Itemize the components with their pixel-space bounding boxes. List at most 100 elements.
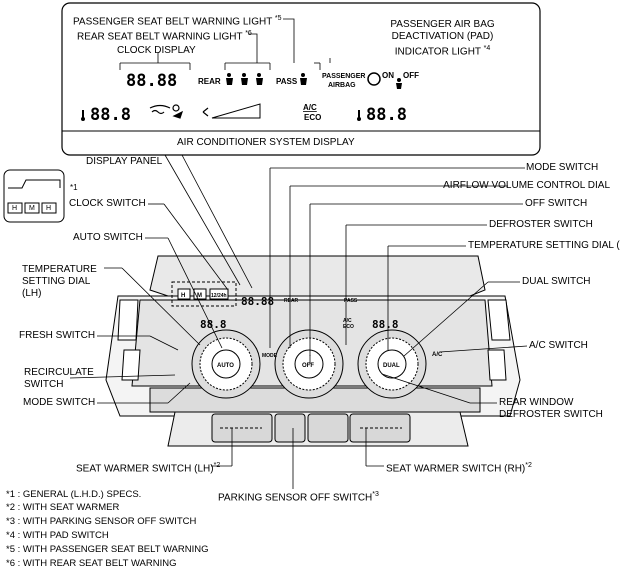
panel-ac-text: A/C xyxy=(432,352,443,358)
inset-l-h-d xyxy=(3,169,65,223)
label-recirculate-switch: RECIRCULATE SWITCH xyxy=(24,367,94,391)
footnote-ref: *2 xyxy=(525,462,532,469)
seatbelt-icon xyxy=(226,73,233,85)
thermometer-icon xyxy=(357,110,361,121)
label-rear-window-defroster: REAR WINDOW DEFROSTER SWITCH xyxy=(499,397,603,421)
label-line: SETTING DIAL xyxy=(22,276,91,287)
label-text: INDICATOR LIGHT xyxy=(394,46,481,58)
pad-line-3: INDICATOR LIGHT *4 xyxy=(355,43,530,58)
pad-on-text: ON xyxy=(382,71,394,80)
display-leaders xyxy=(119,18,331,70)
label-text: PASSENGER SEAT BELT WARNING LIGHT xyxy=(73,16,273,28)
label-line: REAR WINDOW xyxy=(499,397,574,408)
airbag-text: AIRBAG xyxy=(328,82,356,89)
panel-pass-text: PASS xyxy=(344,298,358,304)
temp-right-digits: 88.8 xyxy=(366,105,407,125)
label-dual-switch: DUAL SWITCH xyxy=(522,276,591,287)
panel-inset-1224: 12/24h xyxy=(211,293,227,299)
panel-temp-left: 88.8 xyxy=(200,318,227,331)
label-temp-dial-lh: TEMPERATURE SETTING DIAL (LH) xyxy=(22,264,97,300)
label-off-switch: OFF SWITCH xyxy=(525,198,588,209)
panel-ac-eco-2: ECO xyxy=(343,324,354,330)
passenger-airbag-text: PASSENGER xyxy=(322,73,365,80)
eco-text: ECO xyxy=(304,113,321,122)
label-line: DEFROSTER SWITCH xyxy=(499,409,603,420)
label-text: AIRFLOW VOLUME CONTROL DIAL xyxy=(443,180,610,191)
label-line: (LH) xyxy=(22,288,42,299)
inset-note: *1 xyxy=(70,183,78,192)
footnote-ref: *2 xyxy=(213,462,221,469)
panel-ac-eco-1: A/C xyxy=(343,318,352,324)
label-passenger-seatbelt-light: PASSENGER SEAT BELT WARNING LIGHT *5 xyxy=(73,13,282,28)
windshield-airflow-icon xyxy=(149,104,184,119)
footnote-ref: *4 xyxy=(483,45,491,52)
label-line: SWITCH xyxy=(24,379,64,390)
label-line: TEMPERATURE xyxy=(22,264,97,275)
panel-clock-digits: 88.88 xyxy=(241,295,274,308)
footnote-6: *6 : WITH REAR SEAT BELT WARNING xyxy=(6,558,177,569)
thermometer-icon xyxy=(81,110,85,121)
footnote-ref: *3 xyxy=(372,491,379,498)
label-ac-system-display: AIR CONDITIONER SYSTEM DISPLAY xyxy=(177,137,355,148)
footnote-3: *3 : WITH PARKING SENSOR OFF SWITCH xyxy=(6,516,197,527)
label-clock-display: CLOCK DISPLAY xyxy=(117,45,196,56)
footnote-1: *1 : GENERAL (L.H.D.) SPECS. xyxy=(6,489,142,500)
label-pad-indicator: PASSENGER AIR BAG DEACTIVATION (PAD) IND… xyxy=(355,19,530,58)
rear-seatbelt-text: REAR xyxy=(198,77,221,86)
label-mode-switch-right: MODE SWITCH xyxy=(526,162,599,173)
control-panel xyxy=(105,255,521,447)
label-ac-switch: A/C SWITCH xyxy=(529,340,588,351)
panel-off-text: OFF xyxy=(302,363,314,369)
pass-text: PASS xyxy=(276,77,298,86)
label-text: PARKING SENSOR OFF SWITCH xyxy=(218,492,373,504)
panel-inset-m: M xyxy=(197,293,202,299)
footnote-ref: *6 xyxy=(245,30,252,37)
panel-temp-right: 88.8 xyxy=(372,318,399,331)
seatbelt-icon xyxy=(256,73,263,85)
pad-off-text: OFF xyxy=(403,71,419,80)
label-auto-switch: AUTO SWITCH xyxy=(73,232,143,243)
label-clock-switch: CLOCK SWITCH xyxy=(69,198,146,209)
label-fresh-switch: FRESH SWITCH xyxy=(19,330,96,341)
seatbelt-icon xyxy=(300,73,307,85)
seatbelt-icon xyxy=(241,73,248,85)
label-parking-sensor: PARKING SENSOR OFF SWITCH*3 xyxy=(218,489,379,504)
fan-speed-bar-icon xyxy=(211,103,261,119)
label-display-panel: DISPLAY PANEL xyxy=(86,156,163,167)
panel-mode-text: MODE xyxy=(262,353,278,359)
panel-auto-text: AUTO xyxy=(217,363,234,369)
pad-line-2: DEACTIVATION (PAD) xyxy=(391,31,494,42)
panel-icons: H M 12/24h 88.88 REAR PASS 88.8 88.8 A/C… xyxy=(181,293,443,369)
label-temp-dial-rh: TEMPERATURE SETTING DIAL (RH) xyxy=(468,240,620,251)
inset-button-h: H xyxy=(12,205,18,212)
clock-digits: 88.88 xyxy=(126,71,177,91)
label-text: SEAT WARMER SWITCH (LH) xyxy=(76,463,214,475)
label-defroster-switch: DEFROSTER SWITCH xyxy=(489,219,593,230)
inset-button-m: M xyxy=(29,205,35,212)
footnote-2: *2 : WITH SEAT WARMER xyxy=(6,502,120,513)
panel-inset-h: H xyxy=(181,293,185,299)
label-seat-warmer-lh: SEAT WARMER SWITCH (LH)*2 xyxy=(76,460,220,475)
footnote-4: *4 : WITH PAD SWITCH xyxy=(6,530,109,541)
fan-icon xyxy=(202,107,209,117)
label-line: RECIRCULATE xyxy=(24,367,94,378)
label-text: SEAT WARMER SWITCH (RH) xyxy=(386,463,526,475)
ac-text: A/C xyxy=(303,103,317,112)
passenger-icon xyxy=(396,78,402,89)
temp-left-digits: 88.8 xyxy=(90,105,131,125)
footnote-5: *5 : WITH PASSENGER SEAT BELT WARNING xyxy=(6,544,209,555)
label-mode-switch-left: MODE SWITCH xyxy=(23,397,96,408)
panel-dual-text: DUAL xyxy=(383,363,400,369)
pad-line-1: PASSENGER AIR BAG xyxy=(390,19,495,30)
label-seat-warmer-rh: SEAT WARMER SWITCH (RH)*2 xyxy=(386,460,532,475)
airbag-icon xyxy=(367,72,381,86)
display-callout-box xyxy=(61,2,541,156)
leader-lines xyxy=(69,154,528,489)
label-rear-seatbelt-light: REAR SEAT BELT WARNING LIGHT *6 xyxy=(77,28,252,43)
footnote-ref: *5 xyxy=(274,15,282,22)
panel-rear-text: REAR xyxy=(284,298,299,304)
display-icons: 88.88 REAR PASS PASSENGER AIRBAG ON OFF … xyxy=(81,71,419,125)
label-text: REAR SEAT BELT WARNING LIGHT xyxy=(77,31,243,43)
inset-button-h2: H xyxy=(46,205,52,212)
